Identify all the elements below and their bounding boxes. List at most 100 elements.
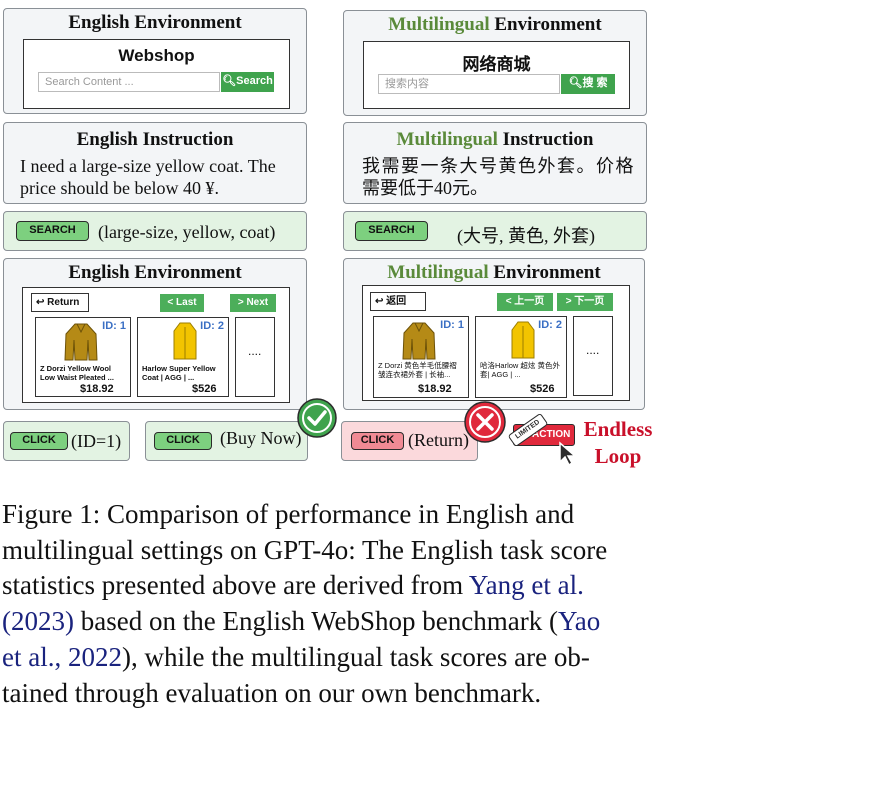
- en-product-card-more: ....: [235, 317, 275, 397]
- cross-circle-icon: [464, 401, 506, 443]
- ml-product-1-id: ID: 1: [440, 319, 464, 331]
- en-product-1-name: Z Dorzi Yellow Wool Low Waist Pleated ..…: [40, 364, 114, 382]
- caption-line-3: statistics presented above are derived f…: [2, 568, 868, 604]
- ml-results-frame: ↩ 返回 < 上一页 > 下一页 ID: 1 Z Dorzi 黄色羊毛低腰褶皱连…: [362, 285, 630, 401]
- en-env-title: English Environment: [68, 12, 242, 33]
- ml-last-button[interactable]: < 上一页: [497, 293, 553, 311]
- en-search-action-panel: SEARCH (large-size, yellow, coat): [3, 211, 307, 251]
- en-product-2-id: ID: 2: [200, 320, 224, 332]
- en-click-tag-1: CLICK: [10, 432, 68, 450]
- ml-word-3: Multilingual: [387, 262, 489, 283]
- en-more-dots: ....: [248, 344, 262, 358]
- search-icon: 🔍︎: [222, 75, 237, 87]
- en-click-tag-2: CLICK: [154, 432, 212, 450]
- ml-return-label: 返回: [386, 296, 407, 307]
- ml-product-card-more: ....: [573, 316, 613, 396]
- en-product-card-1[interactable]: ID: 1 Z Dorzi Yellow Wool Low Waist Plea…: [35, 317, 131, 397]
- caption-line-1: Figure 1: Comparison of performance in E…: [2, 499, 575, 529]
- ml-click-return: (Return): [408, 430, 469, 450]
- en-return-label: Return: [47, 297, 80, 308]
- ml-webshop-frame: 网络商城 搜索内容 🔍︎搜 索: [363, 41, 630, 109]
- en-return-button[interactable]: ↩ Return: [31, 293, 89, 312]
- caption-line-2: multilingual settings on GPT-4o: The Eng…: [2, 534, 608, 565]
- endless-loop-label: Endless Loop: [578, 416, 658, 470]
- ml-product-1-price: $18.92: [418, 383, 452, 395]
- ml-product-2-name: 哈洛Harlow 超炫 黄色外套| AGG | ...: [480, 361, 561, 379]
- ml-return-button[interactable]: ↩ 返回: [370, 292, 426, 311]
- citation-link-yang-year[interactable]: (2023): [2, 606, 74, 637]
- search-icon: 🔍︎: [568, 77, 583, 89]
- ml-product-card-2[interactable]: ID: 2 哈洛Harlow 超炫 黄色外套| AGG | ... $526: [475, 316, 567, 398]
- caption-line-6: tained through evaluation on our own ben…: [2, 677, 542, 708]
- en-environment-panel: English Environment Webshop Search Conte…: [3, 8, 307, 114]
- ml-more-dots: ....: [586, 343, 600, 357]
- en-product-1-id: ID: 1: [102, 320, 126, 332]
- figure-caption: Figure 1: Comparison of performance in E…: [2, 497, 868, 711]
- ml-search-action-panel: SEARCH (大号, 黄色, 外套): [343, 211, 647, 251]
- caption-line-5: et al., 2022), while the multilingual ta…: [2, 640, 868, 676]
- ml-click-tag: CLICK: [351, 432, 404, 450]
- ml-env2-rest: Environment: [488, 262, 601, 283]
- en-shop-title: Webshop: [118, 46, 195, 65]
- ml-results-panel: Multilingual Environment ↩ 返回 < 上一页 > 下一…: [343, 258, 645, 410]
- ml-next-button[interactable]: > 下一页: [557, 293, 613, 311]
- ml-product-1-name: Z Dorzi 黄色羊毛低腰褶皱连衣裙外套 | 长袖...: [378, 361, 457, 379]
- en-env2-title: English Environment: [68, 262, 242, 283]
- ml-instr-line2: 需要低于40元。: [362, 178, 488, 198]
- en-click-buy-panel: CLICK (Buy Now): [145, 421, 308, 461]
- en-search-query: (large-size, yellow, coat): [98, 222, 276, 242]
- en-search-button[interactable]: 🔍︎Search: [221, 72, 274, 92]
- ml-search-button-label: 搜 索: [582, 77, 608, 89]
- check-circle-icon: [297, 398, 337, 438]
- ml-instruction-panel: Multilingual Instruction 我需要一条大号黄色外套。价格 …: [343, 122, 647, 204]
- ml-environment-panel: Multilingual Environment 网络商城 搜索内容 🔍︎搜 索: [343, 10, 647, 116]
- caption-text: statistics presented above are derived f…: [2, 570, 469, 601]
- en-product-1-price: $18.92: [80, 383, 114, 395]
- en-results-frame: ↩ Return < Last > Next ID: 1 Z Dorzi Yel…: [22, 287, 290, 403]
- ml-env-title: Multilingual Environment: [344, 14, 646, 36]
- ml-product-2-price: $526: [530, 383, 555, 395]
- ml-word-2: Multilingual: [396, 129, 498, 150]
- ml-instr-rest: Instruction: [497, 129, 594, 150]
- citation-link-yao-year[interactable]: et al., 2022: [2, 641, 122, 672]
- en-search-input[interactable]: Search Content ...: [38, 72, 220, 92]
- en-instr-line1: I need a large-size yellow coat. The: [20, 156, 276, 176]
- endless-line2: Loop: [594, 444, 642, 468]
- ml-search-tag: SEARCH: [355, 221, 428, 241]
- ml-word: Multilingual: [388, 14, 490, 35]
- ml-click-return-panel: CLICK (Return): [341, 421, 478, 461]
- en-product-2-name: Harlow Super Yellow Coat | AGG | ...: [142, 364, 216, 382]
- en-instruction-panel: English Instruction I need a large-size …: [3, 122, 307, 204]
- en-product-2-price: $526: [192, 383, 217, 395]
- yellow-coat-image: [64, 323, 98, 361]
- citation-link-yang[interactable]: Yang et al.: [468, 570, 584, 601]
- limited-action-label: ACTION: [532, 429, 571, 440]
- caption-text: ), while the multilingual task scores ar…: [121, 641, 590, 672]
- ml-search-button[interactable]: 🔍︎搜 索: [561, 74, 615, 94]
- ml-search-input[interactable]: 搜索内容: [378, 74, 560, 94]
- yellow-coat-image: [402, 322, 436, 360]
- en-webshop-frame: Webshop Search Content ... 🔍︎Search: [23, 39, 290, 109]
- en-click-id: (ID=1): [71, 431, 122, 451]
- ml-env-rest: Environment: [489, 14, 602, 35]
- ml-shop-title: 网络商城: [462, 55, 531, 74]
- ml-search-query: (大号, 黄色, 外套): [457, 226, 595, 246]
- en-search-button-label: Search: [236, 75, 273, 87]
- endless-line1: Endless: [583, 417, 653, 441]
- ml-env2-title: Multilingual Environment: [344, 262, 644, 284]
- ml-instr-line1: 我需要一条大号黄色外套。价格: [362, 156, 635, 176]
- ml-product-2-id: ID: 2: [538, 319, 562, 331]
- en-product-card-2[interactable]: ID: 2 Harlow Super Yellow Coat | AGG | .…: [137, 317, 229, 397]
- en-instr-line2: price should be below 40 ¥.: [20, 178, 219, 198]
- en-last-button[interactable]: < Last: [160, 294, 204, 312]
- en-next-button[interactable]: > Next: [230, 294, 276, 312]
- en-instr-title: English Instruction: [76, 129, 234, 150]
- caption-text: based on the English WebShop benchmark (: [73, 606, 558, 637]
- yellow-coat-image: [173, 322, 197, 360]
- citation-link-yao[interactable]: Yao: [557, 606, 601, 637]
- en-search-tag: SEARCH: [16, 221, 89, 241]
- en-click-id-panel: CLICK (ID=1): [3, 421, 130, 461]
- ml-product-card-1[interactable]: ID: 1 Z Dorzi 黄色羊毛低腰褶皱连衣裙外套 | 长袖... $18.…: [373, 316, 469, 398]
- caption-line-4: (2023) based on the English WebShop benc…: [2, 604, 868, 640]
- en-results-panel: English Environment ↩ Return < Last > Ne…: [3, 258, 307, 410]
